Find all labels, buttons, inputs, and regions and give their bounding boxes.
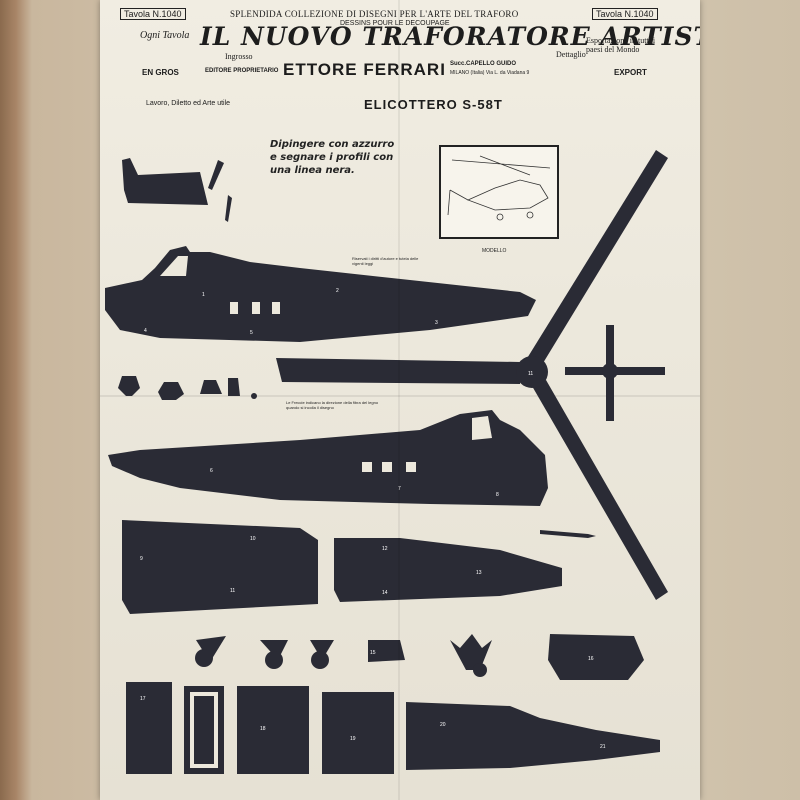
grain-arrow [540,530,596,538]
svg-text:10: 10 [250,536,256,542]
export-label: EXPORT [614,68,647,77]
model-illustration-frame [439,145,559,239]
tail-rotor [565,325,665,421]
door-frame-inner [194,696,214,764]
header-subtitle: SPLENDIDA COLLEZIONE DI DISEGNI PER L'AR… [230,9,519,19]
pattern-artwork: 11 [105,145,668,774]
ogni-tavola: Ogni Tavola [140,30,190,41]
window-1 [230,302,238,314]
painting-instructions: Dipingere con azzurro e segnare i profil… [270,139,395,176]
model-helicopter-sketch [447,155,551,221]
svg-text:20: 20 [440,722,446,728]
fuselage-upper [105,246,536,342]
header-title: IL NUOVO TRAFORATORE ARTISTICO [200,22,700,51]
header-subtitle-fr: DESSINS POUR LE DECOUPAGE [340,20,450,27]
svg-text:9: 9 [140,556,143,562]
address-label: MILANO (Italia) Via L. da Viadana 9 [450,70,530,76]
rotor-blade-upper [526,150,668,368]
svg-text:3: 3 [435,320,438,326]
svg-text:8: 8 [496,492,499,498]
panel-floor-right [334,538,562,602]
window-3 [272,302,280,314]
small-parts-row [118,376,257,400]
dettaglio-label: Dettaglio [556,50,586,59]
part-small-sliver [208,160,224,190]
svg-text:1: 1 [202,292,205,298]
rotor-blade-left [276,358,520,384]
successor-label: Succ.CAPELLO GUIDO [450,61,517,67]
editore-label: EDITORE PROPRIETARIO [205,68,279,74]
part-small-sliver-2 [225,195,232,222]
svg-text:11: 11 [230,588,235,594]
model-caption: MODELLO [482,248,507,254]
tavola-number-right: Tavola N.1040 [592,8,658,20]
cockpit-window [160,256,188,276]
svg-text:16: 16 [588,656,594,662]
rights-note: Riservati i diritti d'autore e tutela de… [352,256,419,266]
svg-text:12: 12 [382,546,388,552]
en-gros-label: EN GROS [142,68,179,77]
ingrosso-label: Ingrosso [225,52,253,61]
pattern-sheet: Tavola N.1040 Tavola N.1040 SPLENDIDA CO… [100,0,700,800]
landing-gear-row [195,634,644,680]
svg-text:17: 17 [140,696,146,702]
rotor-blade-lower [532,380,668,600]
window-4 [362,462,372,472]
motto: Lavoro, Diletto ed Arte utile [146,100,231,107]
svg-text:18: 18 [260,726,266,732]
svg-text:2: 2 [336,288,339,294]
grain-note: Le Freccie indicano la direzione della f… [286,400,379,410]
tavola-number-left: Tavola N.1040 [120,8,186,20]
svg-text:21: 21 [600,744,606,750]
svg-text:13: 13 [476,570,482,576]
fuselage-lower [108,410,548,506]
paper-fold [100,395,700,397]
svg-text:4: 4 [144,328,147,334]
rotor-hub [516,356,548,388]
esportazione-label: Esportazione in tutti i paesi del Mondo [586,36,656,54]
svg-text:5: 5 [250,330,253,336]
svg-text:6: 6 [210,468,213,474]
part-labels: 1 2 3 4 5 6 7 8 9 10 11 12 13 14 15 16 1… [140,288,606,750]
svg-text:19: 19 [350,736,356,742]
cockpit-window-2 [472,416,492,440]
svg-text:15: 15 [370,650,376,656]
part-tail-fin [122,158,208,205]
svg-text:7: 7 [398,486,401,492]
window-6 [406,462,416,472]
publisher-name: ETTORE FERRARI [283,60,446,79]
label-hub: 11 [528,371,533,377]
svg-text:14: 14 [382,590,388,596]
window-2 [252,302,260,314]
panel-floor-left [122,520,318,614]
window-5 [382,462,392,472]
